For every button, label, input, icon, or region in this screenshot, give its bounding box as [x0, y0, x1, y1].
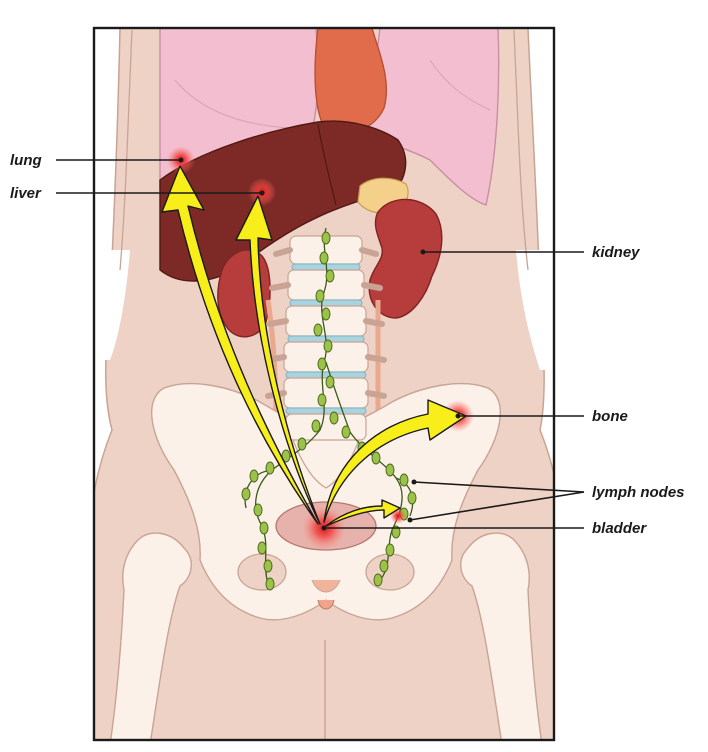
- lymph-nodes: [241, 231, 417, 591]
- arrow-to-lung: [161, 165, 319, 525]
- label-lung: lung: [10, 152, 42, 169]
- arm-line-left: [119, 29, 133, 271]
- dot-lung: [178, 157, 184, 163]
- vertebra: [285, 413, 367, 441]
- leader-dots: [178, 157, 461, 531]
- dot-lymph-2: [407, 517, 413, 523]
- femur-left: [460, 532, 543, 740]
- heart: [314, 28, 388, 134]
- sacrum: [289, 431, 363, 489]
- disc: [285, 407, 367, 415]
- disc: [289, 299, 363, 307]
- disc: [285, 371, 367, 379]
- kidney-left: [368, 198, 443, 319]
- dot-bone: [455, 413, 461, 419]
- frame-border: [92, 26, 556, 742]
- leader-lymph-2: [409, 491, 585, 521]
- coccyx: [311, 579, 341, 593]
- arm-line-right: [513, 29, 529, 271]
- label-lymph-nodes: lymph nodes: [592, 484, 685, 501]
- urethra: [317, 599, 335, 610]
- label-bladder: bladder: [592, 520, 647, 537]
- arm-gap-left: [94, 250, 130, 360]
- arrow-to-liver: [235, 195, 321, 525]
- dot-bladder: [321, 525, 327, 531]
- dot-kidney: [420, 249, 426, 255]
- arrow-to-bone: [323, 399, 467, 523]
- lung-fissure-2: [429, 59, 491, 111]
- arm-gap-right: [516, 250, 554, 370]
- arrow-to-lymph-node: [325, 499, 401, 527]
- dot-lymph-1: [411, 479, 417, 485]
- label-liver: liver: [10, 185, 42, 202]
- lung-fissure: [174, 79, 291, 129]
- spread-arrows: [161, 165, 467, 527]
- liver-lobe-line: [317, 123, 337, 206]
- label-bone: bone: [592, 408, 628, 425]
- leader-lymph-1: [413, 481, 585, 493]
- dot-liver: [259, 190, 265, 196]
- label-kidney: kidney: [592, 244, 640, 261]
- spine: [265, 235, 387, 441]
- femur-right: [109, 532, 192, 740]
- obturator-left: [237, 553, 287, 591]
- obturator-right: [365, 553, 415, 591]
- leader-lines: [56, 159, 585, 529]
